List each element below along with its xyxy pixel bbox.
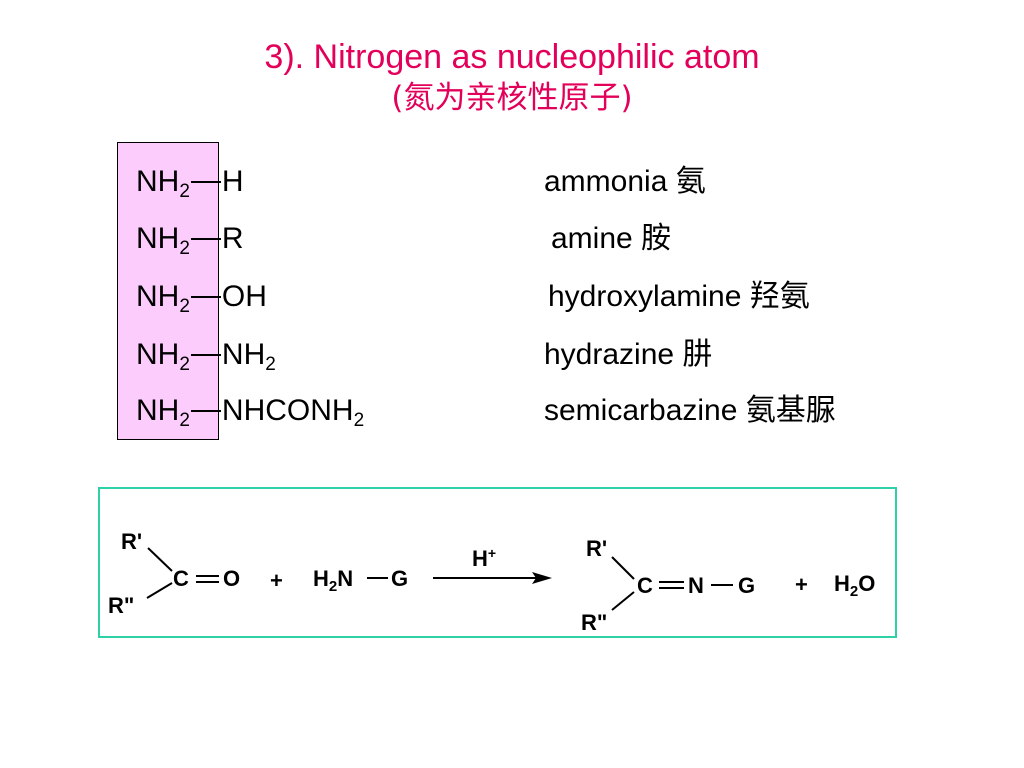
name-ammonia: ammonia 氨 — [544, 165, 706, 198]
name-semicarbazine: semicarbazine 氨基脲 — [544, 394, 836, 427]
reactant-oxygen: O — [223, 566, 241, 591]
product-carbon: C — [637, 573, 653, 598]
bond-pr2-c — [611, 591, 635, 611]
product-r1: R' — [586, 536, 608, 561]
single-bond — [190, 181, 221, 184]
name-amine: amine 胺 — [551, 222, 672, 255]
single-bond — [190, 410, 221, 413]
nh2-highlight-box — [117, 142, 219, 440]
single-bond — [190, 296, 221, 299]
name-hydroxylamine: hydroxylamine 羟氨 — [548, 280, 810, 313]
product-r2: R" — [581, 610, 608, 635]
reaction-arrow-head — [532, 572, 552, 584]
single-bond — [190, 238, 221, 241]
catalyst-label: H+ — [472, 545, 497, 571]
plus-sign-2: + — [795, 572, 808, 597]
slide-title: 3). Nitrogen as nucleophilic atom — [264, 38, 760, 76]
single-bond — [190, 354, 221, 357]
name-hydrazine: hydrazine 肼 — [544, 338, 713, 371]
plus-sign-1: + — [270, 568, 283, 593]
bond-pr1-c — [611, 556, 635, 580]
reagent-g: G — [391, 566, 409, 591]
water-formula: H2O — [834, 571, 876, 600]
reaction-box — [98, 487, 897, 638]
reactant-r1: R' — [121, 529, 143, 554]
bond-r1-c — [147, 547, 173, 572]
product-nitrogen: N — [688, 573, 704, 598]
reactant-carbon: C — [173, 566, 189, 591]
reactant-r2: R" — [108, 593, 135, 618]
slide-subtitle: (氮为亲核性原子) — [391, 80, 633, 116]
product-g: G — [738, 573, 756, 598]
bond-r2-c — [146, 582, 173, 599]
reagent-h2n: H2N — [313, 566, 354, 595]
